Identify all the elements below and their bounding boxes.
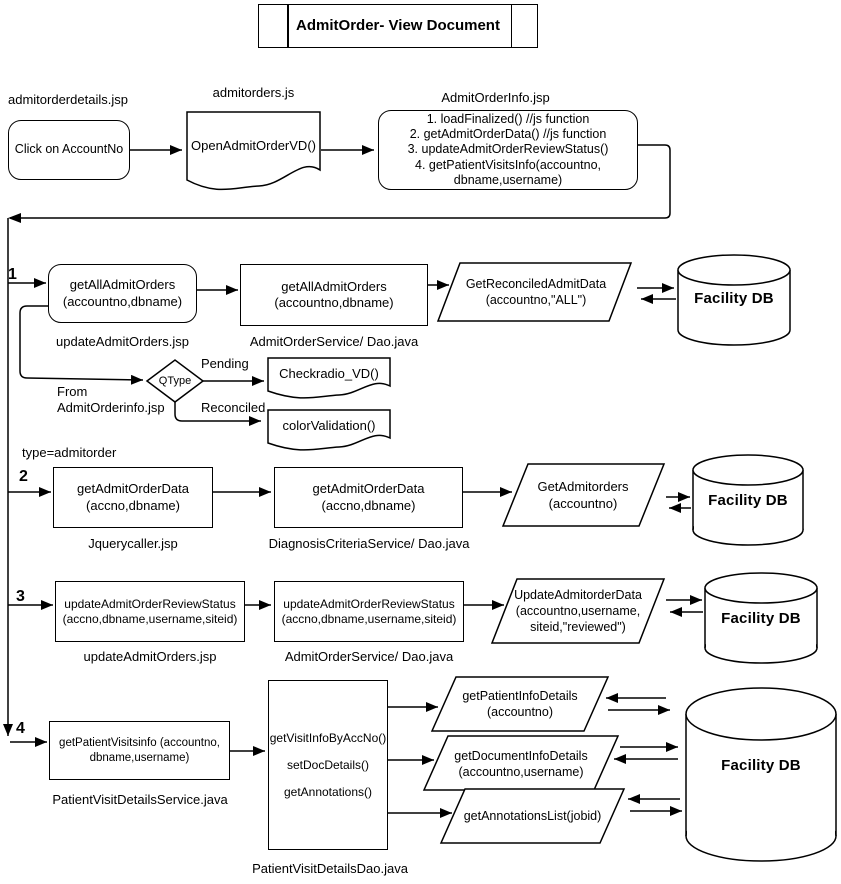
parallelogram-getpatientinfodetails (430, 676, 610, 732)
click-on-accountno-box: Click on AccountNo (8, 120, 130, 180)
row3-jsp-box: updateAdmitOrderReviewStatus (accno,dbna… (55, 581, 245, 642)
title-divider-right (510, 5, 512, 47)
qtype-diamond-text: QType (158, 374, 192, 387)
row4-service-label: PatientVisitDetailsService.java (52, 792, 228, 807)
reconciled-branch-label: Reconciled (201, 400, 266, 415)
row1-service-label: AdmitOrderService/ Dao.java (249, 334, 419, 349)
parallelogram-updateadmitorderdata (490, 578, 666, 644)
parallelogram-getannotationslist (439, 788, 626, 844)
row1-service-box: getAllAdmitOrders (accountno,dbname) (240, 264, 428, 326)
row2-query-text: GetAdmitorders (accountno) (537, 479, 629, 511)
arrow-reconciled (174, 402, 261, 426)
row4-dao-box: getVisitInfoByAccNo() setDocDetails() ge… (268, 680, 388, 850)
row4-query2-text: getDocumentInfoDetails (accountno,userna… (454, 748, 588, 779)
document-shape-colorvalidation (267, 409, 391, 451)
document-shape-checkradio (267, 357, 391, 399)
type-admitorder-label: type=admitorder (22, 445, 117, 460)
parallelogram-getadmitorders (501, 463, 666, 527)
step-number-4: 4 (16, 720, 25, 737)
parallelogram-getreconciled (436, 262, 633, 322)
page-title: AdmitOrder- View Document (296, 16, 500, 34)
pending-branch-label: Pending (201, 356, 249, 371)
facility-db-2-label: Facility DB (708, 491, 788, 509)
connector-info-to-left-rail (10, 144, 671, 219)
db-cylinder-4-top (685, 687, 837, 741)
row3-service-box: updateAdmitOrderReviewStatus (accno,dbna… (274, 581, 464, 642)
title-divider-left (287, 5, 289, 47)
row4-service-box: getPatientVisitsinfo (accountno, dbname,… (49, 721, 230, 780)
openadmitordervd-text: OpenAdmitOrderVD() (191, 138, 316, 153)
checkradio-doc-text: Checkradio_VD() (279, 365, 379, 381)
db-cylinder-1-top (677, 254, 791, 286)
row2-jsp-box: getAdmitOrderData (accno,dbname) (53, 467, 213, 528)
colorvalidation-doc-text: colorValidation() (282, 417, 376, 433)
label-admitorderinfo-jsp: AdmitOrderInfo.jsp (441, 90, 550, 105)
facility-db-4-label: Facility DB (721, 756, 801, 774)
row4-query1-text: getPatientInfoDetails (accountno) (462, 688, 578, 719)
row3-service-label: AdmitOrderService/ Dao.java (284, 649, 454, 664)
row1-query-text: GetReconciledAdmitData (accountno,"ALL") (465, 276, 607, 307)
from-admitorderinfo-label: From AdmitOrderinfo.jsp (57, 384, 165, 415)
row4-query3-text: getAnnotationsList(jobid) (463, 808, 602, 823)
connector-row1-to-qtype (19, 305, 144, 385)
label-admitorderdetails-jsp: admitorderdetails.jsp (8, 92, 128, 107)
row2-service-label: DiagnosisCriteriaService/ Dao.java (268, 536, 470, 551)
step-number-1: 1 (8, 266, 17, 283)
facility-db-3-label: Facility DB (721, 609, 801, 627)
row2-service-box: getAdmitOrderData (accno,dbname) (274, 467, 463, 528)
row2-jsp-label: Jquerycaller.jsp (88, 536, 178, 551)
facility-db-1-label: Facility DB (694, 289, 774, 307)
row1-jsp-label: updateAdmitOrders.jsp (56, 334, 189, 349)
step-number-2: 2 (19, 468, 28, 485)
row3-jsp-label: updateAdmitOrders.jsp (83, 649, 217, 664)
title-box: AdmitOrder- View Document (258, 4, 538, 48)
db-cylinder-2-top (692, 454, 804, 486)
row1-jsp-box: getAllAdmitOrders (accountno,dbname) (48, 264, 197, 323)
document-shape-openadmitorder (186, 111, 321, 191)
db-cylinder-3-top (704, 572, 818, 604)
arrowhead-left (8, 213, 21, 223)
admitorderinfo-box: 1. loadFinalized() //js function 2. getA… (378, 110, 638, 190)
label-admitorders-js: admitorders.js (212, 85, 295, 100)
step-number-3: 3 (16, 588, 25, 605)
row4-dao-label: PatientVisitDetailsDao.java (252, 861, 408, 876)
row3-query-text: UpdateAdmitorderData (accountno,username… (514, 587, 642, 635)
